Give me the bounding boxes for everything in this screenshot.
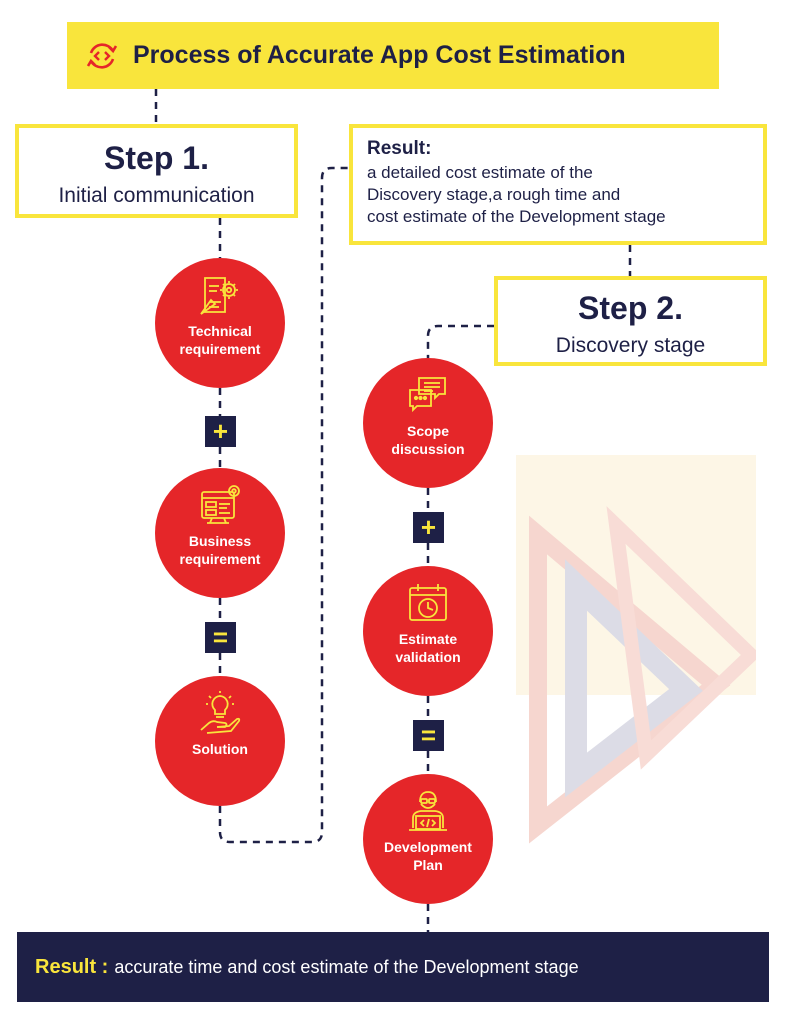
footer-result-text: accurate time and cost estimate of the D… bbox=[114, 956, 579, 977]
result-box: Result: a detailed cost estimate of the … bbox=[349, 124, 767, 245]
step2-subtitle: Discovery stage bbox=[555, 334, 706, 357]
circle-label: Technical requirement bbox=[179, 323, 261, 357]
developer-laptop-icon bbox=[409, 791, 447, 831]
result-line: cost estimate of the Development stage bbox=[367, 207, 666, 226]
chat-bubbles-icon bbox=[409, 377, 446, 413]
watermark-logo bbox=[516, 455, 756, 844]
connector-step2-circle4 bbox=[426, 324, 494, 358]
circle-solution: Solution bbox=[155, 676, 285, 806]
plus-operator: + bbox=[413, 512, 444, 543]
result-description: a detailed cost estimate of the Discover… bbox=[367, 162, 749, 228]
calendar-clock-icon bbox=[409, 584, 447, 621]
page-title: Process of Accurate App Cost Estimation bbox=[133, 41, 626, 69]
dashboard-gear-icon bbox=[201, 485, 240, 524]
step1-box: Step 1. Initial communication bbox=[15, 124, 298, 218]
title-banner: Process of Accurate App Cost Estimation bbox=[67, 22, 719, 89]
circle-business-requirement: Business requirement bbox=[155, 468, 285, 598]
circle-label: Business requirement bbox=[179, 533, 261, 567]
circle-label: Scope discussion bbox=[391, 423, 465, 457]
step2-label: Step 2. bbox=[578, 290, 683, 326]
circle-technical-requirement: Technical requirement bbox=[155, 258, 285, 388]
circle-label: Estimate validation bbox=[395, 631, 461, 665]
equals-operator: = bbox=[413, 720, 444, 751]
step1-label: Step 1. bbox=[104, 140, 209, 176]
equals-operator: = bbox=[205, 622, 236, 653]
step1-subtitle: Initial communication bbox=[58, 184, 255, 207]
connector-solution-to-result bbox=[218, 166, 349, 844]
plus-operator: + bbox=[205, 416, 236, 447]
circle-scope-discussion: Scope discussion bbox=[363, 358, 493, 488]
step2-box: Step 2. Discovery stage bbox=[494, 276, 767, 366]
lightbulb-hand-icon bbox=[200, 691, 241, 734]
footer-result-key: Result : bbox=[35, 955, 109, 978]
circle-label: Development Plan bbox=[384, 839, 472, 873]
circle-development-plan: Development Plan bbox=[363, 774, 493, 904]
circle-estimate-validation: Estimate validation bbox=[363, 566, 493, 696]
result-footer: Result : accurate time and cost estimate… bbox=[17, 932, 769, 1002]
result-line: a detailed cost estimate of the bbox=[367, 163, 593, 182]
result-line: Discovery stage,a rough time and bbox=[367, 185, 621, 204]
refresh-code-icon bbox=[86, 42, 118, 69]
circle-label: Solution bbox=[192, 741, 248, 757]
document-gear-icon bbox=[200, 277, 238, 315]
result-heading: Result: bbox=[367, 138, 432, 159]
